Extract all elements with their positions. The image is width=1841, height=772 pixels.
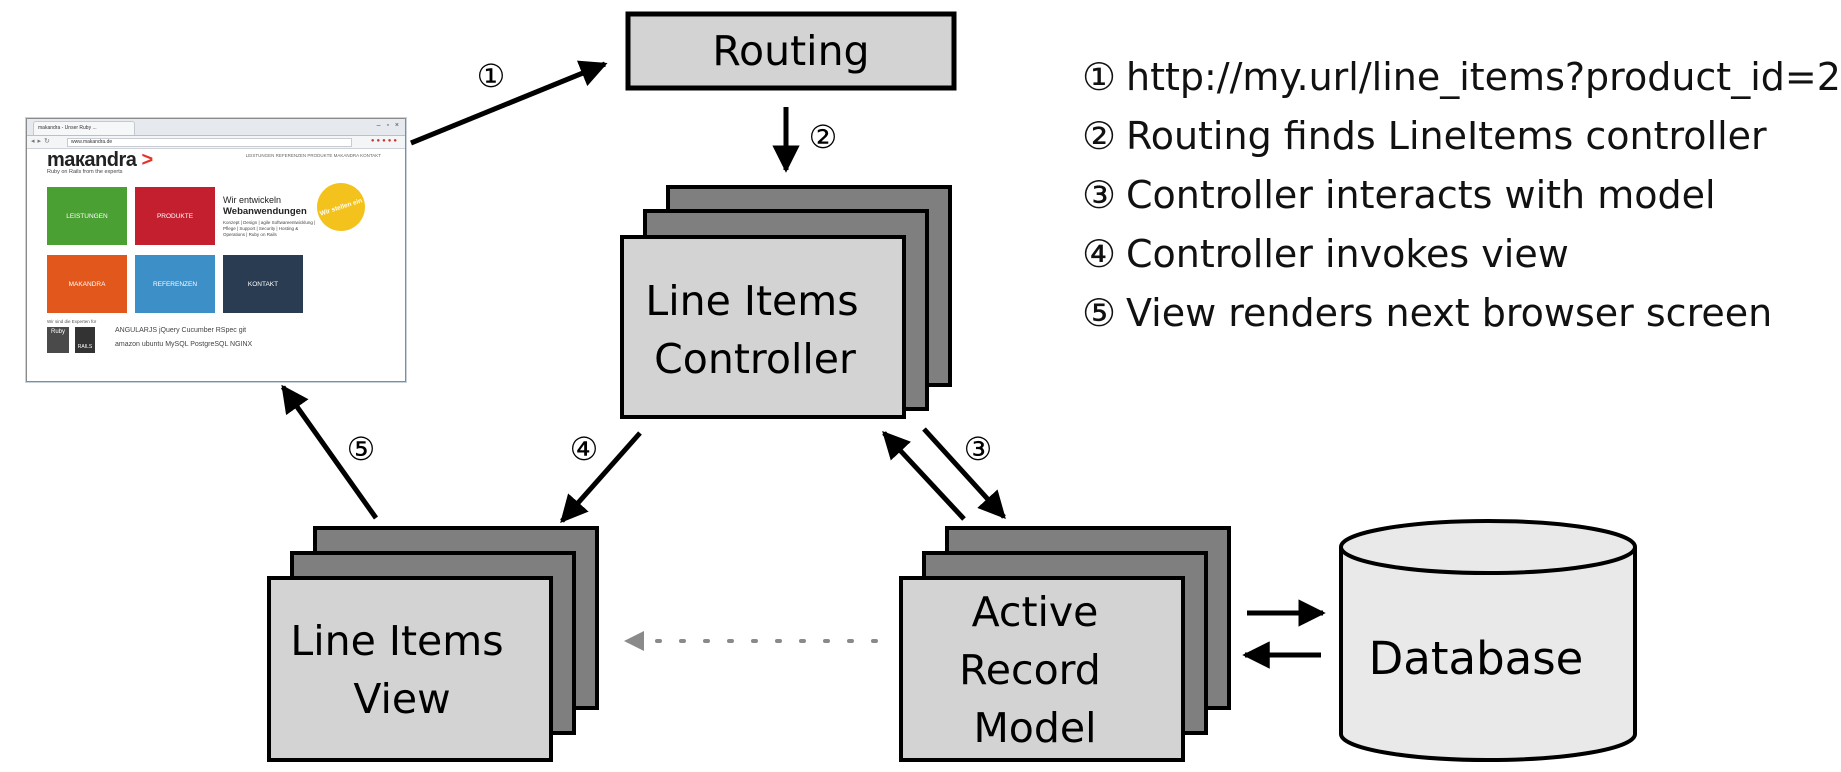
legend-number: ② xyxy=(1082,114,1117,158)
tile-kontakt: KONTAKT xyxy=(223,255,303,313)
controller-node: Line Items Controller xyxy=(620,185,952,419)
arrow-model-to-controller xyxy=(882,430,966,521)
rails-logo: RAILS xyxy=(75,327,95,353)
step-marker-5: ⑤ xyxy=(347,430,376,468)
legend-number: ④ xyxy=(1082,232,1117,276)
tile-leistungen: LEISTUNGEN xyxy=(47,187,127,245)
arrow-view-to-browser xyxy=(280,384,379,520)
site-logo: maкandra > xyxy=(47,149,153,172)
nav-arrows-icon: ◂▸↻ xyxy=(31,138,53,145)
ruby-logo: Ruby xyxy=(47,327,69,353)
model-label-line2: Record xyxy=(959,646,1101,694)
services-text: Konzept | Design | agile Softwareentwick… xyxy=(223,220,316,237)
site-nav: LEISTUNGEN REFERENZEN PRODUKTE MAKANDRA … xyxy=(245,153,381,158)
legend-number: ③ xyxy=(1082,173,1117,217)
model-label-line3: Model xyxy=(973,704,1096,752)
logo-mark: > xyxy=(141,149,153,171)
view-label-line1: Line Items xyxy=(290,617,503,665)
tech-logos-row-2: amazon ubuntu MySQL PostgreSQL NGINX xyxy=(115,341,253,348)
step-marker-4: ④ xyxy=(570,430,599,468)
tile-referenzen: REFERENZEN xyxy=(135,255,215,313)
window-controls: – ▫ × xyxy=(376,122,401,129)
model-label-line1: Active xyxy=(972,588,1099,636)
database-node: Database xyxy=(1339,519,1637,762)
routing-label: Routing xyxy=(712,27,869,75)
site-tagline: Ruby on Rails from the experts xyxy=(47,169,123,175)
headline-line1: Wir entwickeln xyxy=(223,195,282,205)
legend-text: http://my.url/line_items?product_id=2 xyxy=(1126,55,1841,99)
tile-makandra: MAKANDRA xyxy=(47,255,127,313)
legend-number: ⑤ xyxy=(1082,291,1117,335)
routing-node: Routing xyxy=(625,11,957,91)
browser-tab: makandra - Unser Ruby ... xyxy=(33,121,135,135)
controller-label-line1: Line Items xyxy=(645,277,858,325)
view-node: Line Items View xyxy=(267,526,599,762)
database-label: Database xyxy=(1369,632,1584,685)
legend-number: ① xyxy=(1082,55,1117,99)
headline-line2: Webanwendungen xyxy=(223,206,307,217)
logo-text: maкandra xyxy=(47,149,137,171)
hiring-badge: Wir stellen ein xyxy=(310,176,372,238)
extension-icons: ●●●●● xyxy=(370,138,399,144)
browser-screenshot: makandra - Unser Ruby ... – ▫ × ◂▸↻ www.… xyxy=(26,118,406,382)
tile-produkte: PRODUKTE xyxy=(135,187,215,245)
step-marker-2: ② xyxy=(809,118,838,156)
address-bar: www.makandra.de xyxy=(67,138,352,147)
model-node: Active Record Model xyxy=(899,526,1231,762)
controller-label-line2: Controller xyxy=(654,335,856,383)
arrow-controller-to-model xyxy=(922,427,1006,520)
arrow-browser-to-routing xyxy=(410,60,608,146)
legend-text: Routing finds LineItems controller xyxy=(1126,114,1767,158)
legend-text: Controller interacts with model xyxy=(1126,173,1716,217)
legend-text: View renders next browser screen xyxy=(1126,291,1773,335)
expert-line: Wir sind die Experten für xyxy=(47,319,97,324)
tech-logos-row-1: ANGULARJS jQuery Cucumber RSpec git xyxy=(115,327,247,334)
step-marker-1: ① xyxy=(477,57,506,95)
browser-toolbar: ◂▸↻ www.makandra.de ●●●●● xyxy=(27,136,405,149)
view-label-line2: View xyxy=(353,675,450,723)
step-marker-3: ③ xyxy=(964,430,993,468)
browser-titlebar: makandra - Unser Ruby ... – ▫ × xyxy=(27,119,405,136)
arrow-controller-to-view xyxy=(560,431,642,524)
legend-text: Controller invokes view xyxy=(1126,232,1569,276)
